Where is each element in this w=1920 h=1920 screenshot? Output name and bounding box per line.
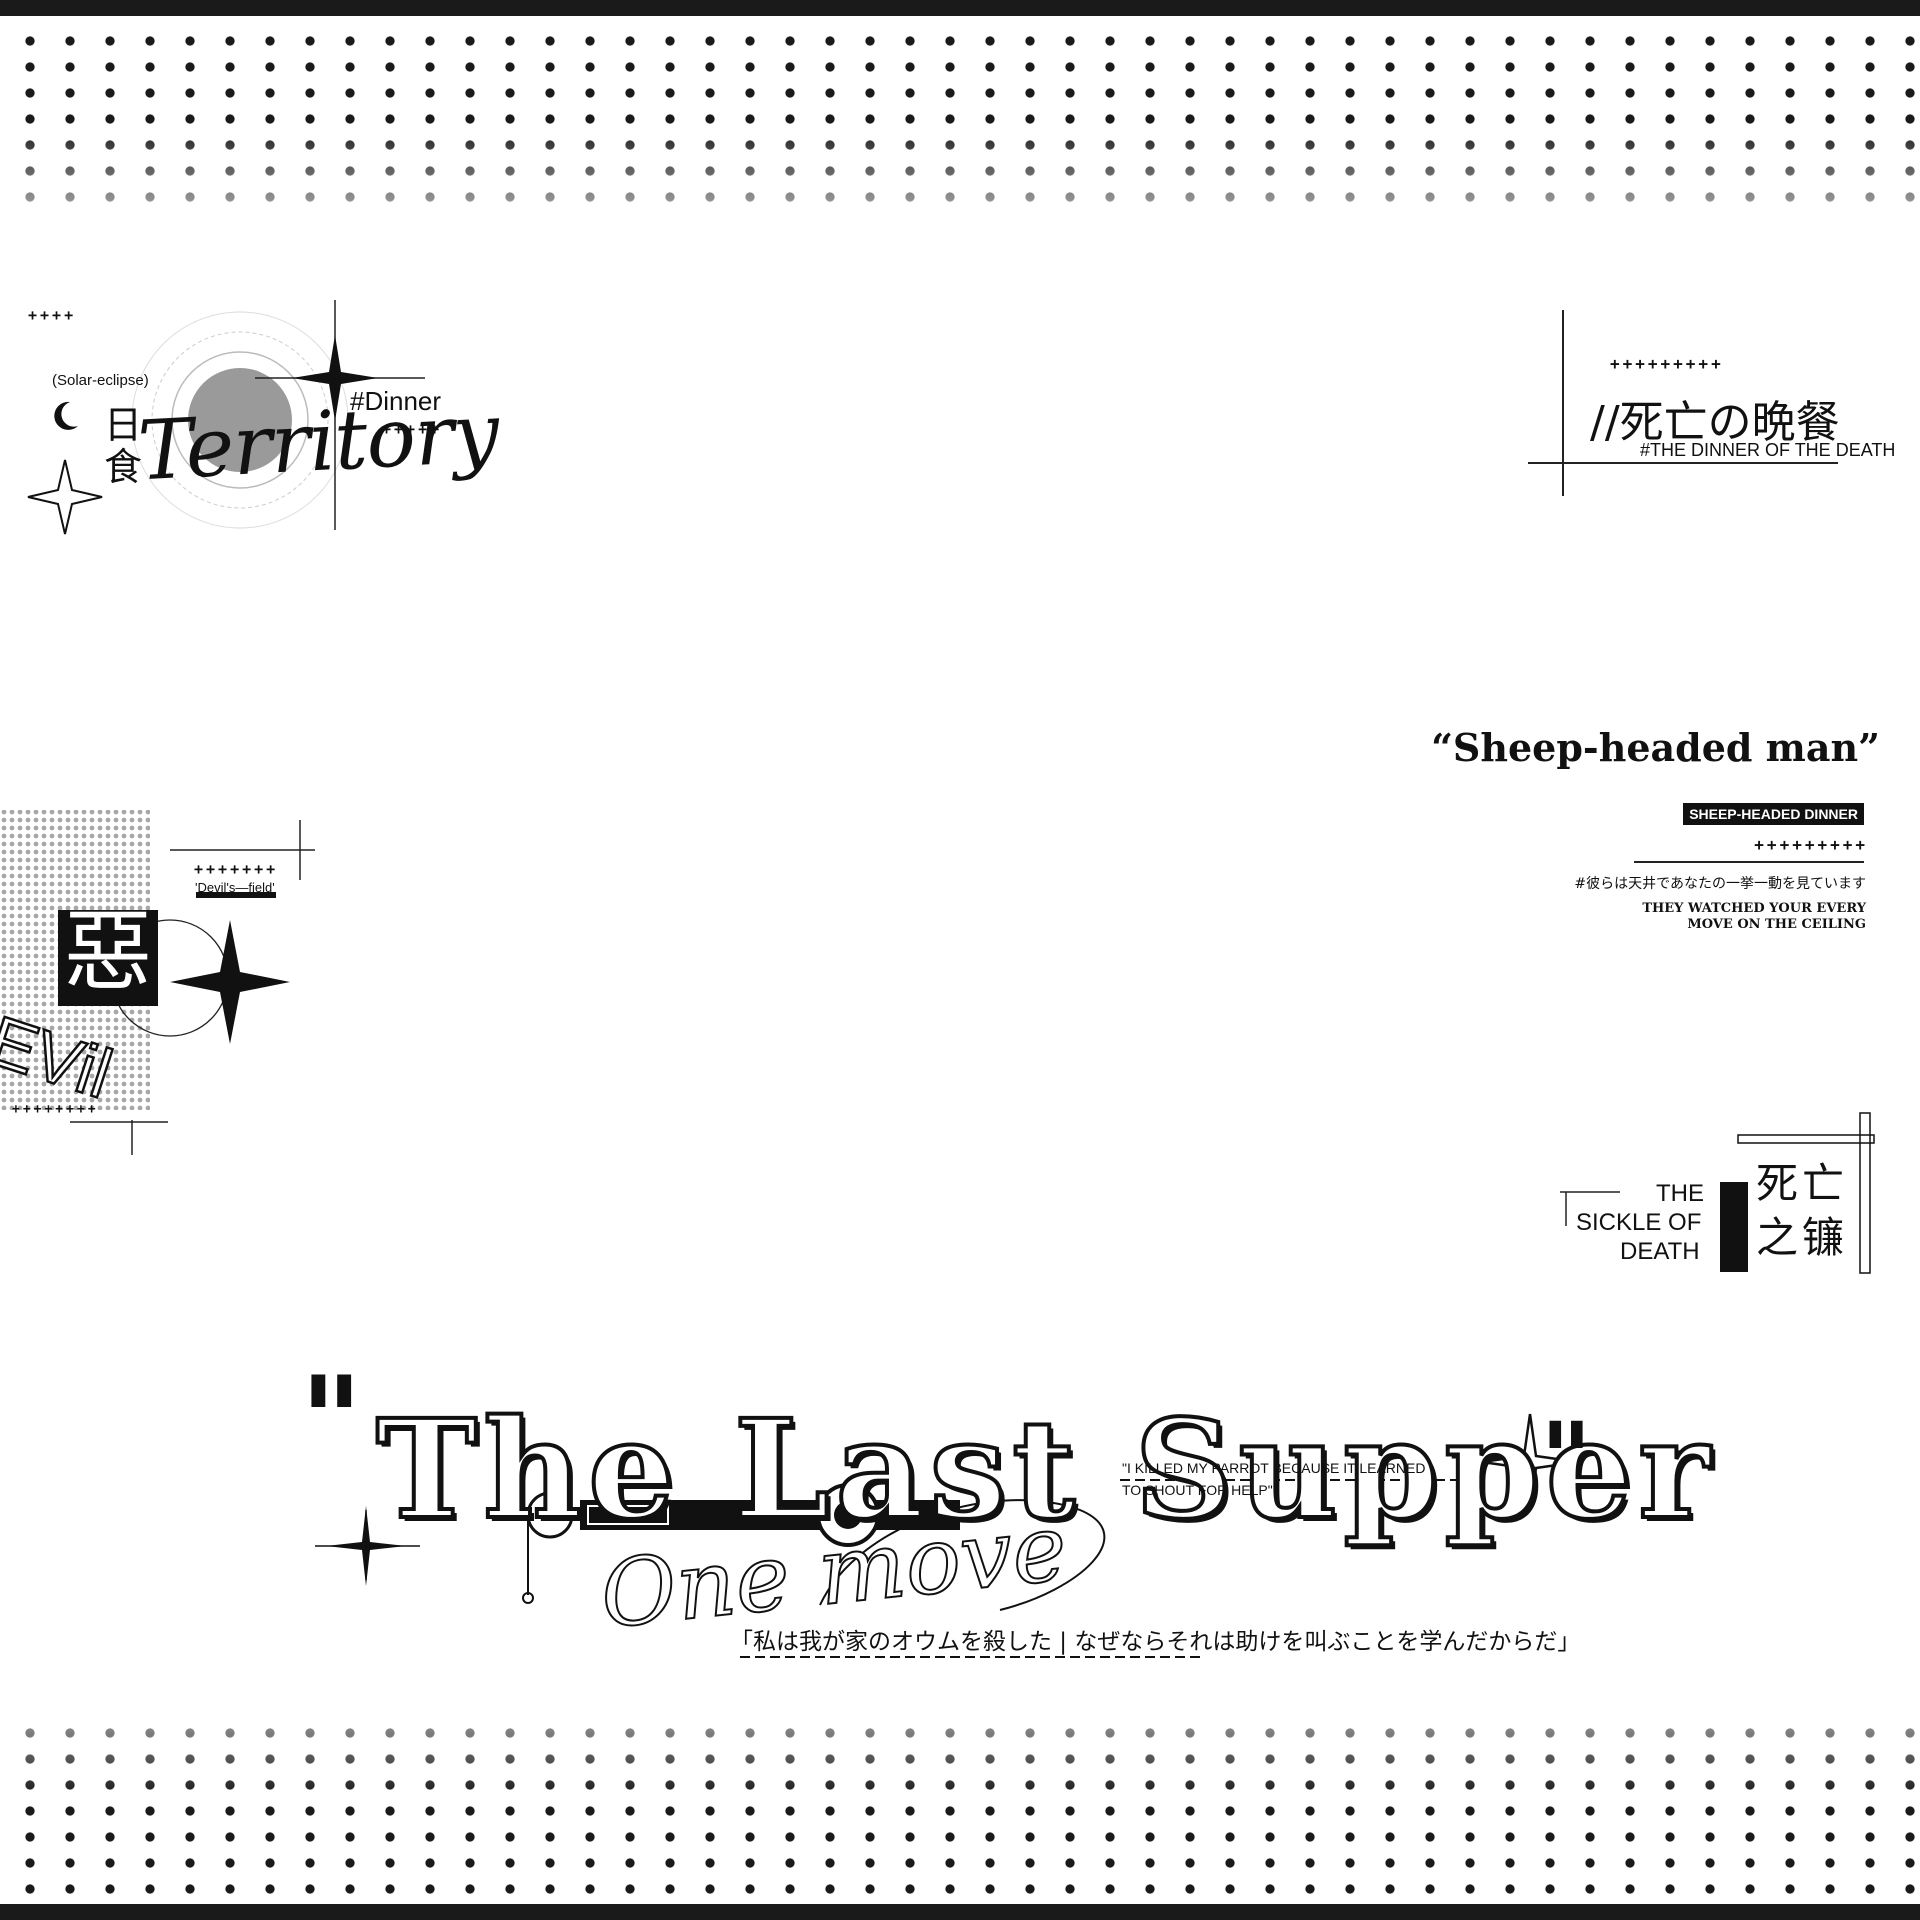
- close-quote: ": [1540, 1400, 1593, 1518]
- sheep-en-line-2: MOVE ON THE CEILING: [1687, 917, 1866, 932]
- dinner-of-death-title: //死亡の晩餐: [1590, 397, 1840, 448]
- plus-row-bottom: +++++: [382, 420, 443, 438]
- sheep-jp-line: #彼らは天井であなたの一挙一動を見ています: [1574, 876, 1866, 892]
- sickle-ornament: [1560, 1112, 1875, 1274]
- bottom-border: [0, 1904, 1920, 1920]
- last-supper-title: The Last Supper: [374, 1388, 1716, 1552]
- quote-en-line-2: TO SHOUT FOR HELP": [1122, 1482, 1273, 1498]
- last-supper-block: " The Last Supper " One move "I KILLED M…: [300, 1350, 1712, 1670]
- sheep-headed-title: “Sheep-headed man”: [1431, 725, 1880, 770]
- sickle-en-line-2: SICKLE OF: [1576, 1209, 1702, 1236]
- kanji-kama: 镰: [1802, 1213, 1845, 1262]
- divider: [1634, 861, 1864, 863]
- plus-row-top: ++++: [28, 306, 77, 324]
- sheep-headed-badge: SHEEP-HEADED DINNER: [1683, 803, 1864, 825]
- sickle-en-line-3: DEATH: [1620, 1238, 1700, 1265]
- bottom-dot-fade: [0, 1716, 1920, 1896]
- eclipse-ornament: [27, 300, 425, 535]
- last-supper-ornament: [315, 1413, 1579, 1658]
- solar-eclipse-block: ++++ (Solar-eclipse) 日 食 Territory #Dinn…: [20, 290, 501, 590]
- top-dot-fade: [0, 24, 1920, 204]
- territory-script: Territory: [135, 385, 501, 500]
- devil-block: +++++++ 'Devil's—field' 惡 EVil ++++++++: [0, 800, 330, 1170]
- quote-en-line-1: "I KILLED MY PARROT BECAUSE IT LEARNED: [1122, 1460, 1426, 1476]
- plus-row-top: +++++++: [194, 860, 279, 878]
- plus-row: +++++++++: [1754, 835, 1868, 854]
- horizontal-rule: [1528, 462, 1838, 464]
- plus-row-bottom: ++++++++: [12, 1102, 99, 1117]
- kanji-no: 之: [1756, 1213, 1799, 1262]
- dinner-of-death-block: +++++++++ //死亡の晩餐 #THE DINNER OF THE DEA…: [1520, 310, 1920, 500]
- sheep-block: “Sheep-headed man” SHEEP-HEADED DINNER +…: [1431, 725, 1920, 955]
- sheep-en-line-1: THEY WATCHED YOUR EVERY: [1642, 901, 1866, 916]
- quote-jp: 「私は我が家のオウムを殺した | なぜならそれは助けを叫ぶことを学んだからだ」: [730, 1629, 1581, 1655]
- sickle-block: THE SICKLE OF DEATH 死 亡 之 镰: [1560, 1108, 1900, 1278]
- plus-row: +++++++++: [1610, 354, 1724, 373]
- dinner-hashtag: #Dinner: [350, 386, 442, 416]
- devils-field-label: 'Devil's—field': [195, 880, 275, 895]
- top-border: [0, 0, 1920, 16]
- kanji-shi: 死: [1756, 1159, 1799, 1208]
- vertical-rule: [1562, 310, 1564, 496]
- sickle-en-line-1: THE: [1656, 1180, 1704, 1207]
- open-quote: ": [300, 1350, 363, 1491]
- kanji-sun: 日: [104, 403, 143, 447]
- kanji-eat: 食: [104, 445, 143, 489]
- solar-eclipse-subtitle: (Solar-eclipse): [52, 372, 149, 389]
- devil-ornament: [0, 810, 315, 1155]
- kanji-evil: 惡: [64, 900, 153, 1003]
- dinner-of-death-subtitle: #THE DINNER OF THE DEATH: [1640, 440, 1896, 460]
- kanji-bou: 亡: [1802, 1159, 1845, 1208]
